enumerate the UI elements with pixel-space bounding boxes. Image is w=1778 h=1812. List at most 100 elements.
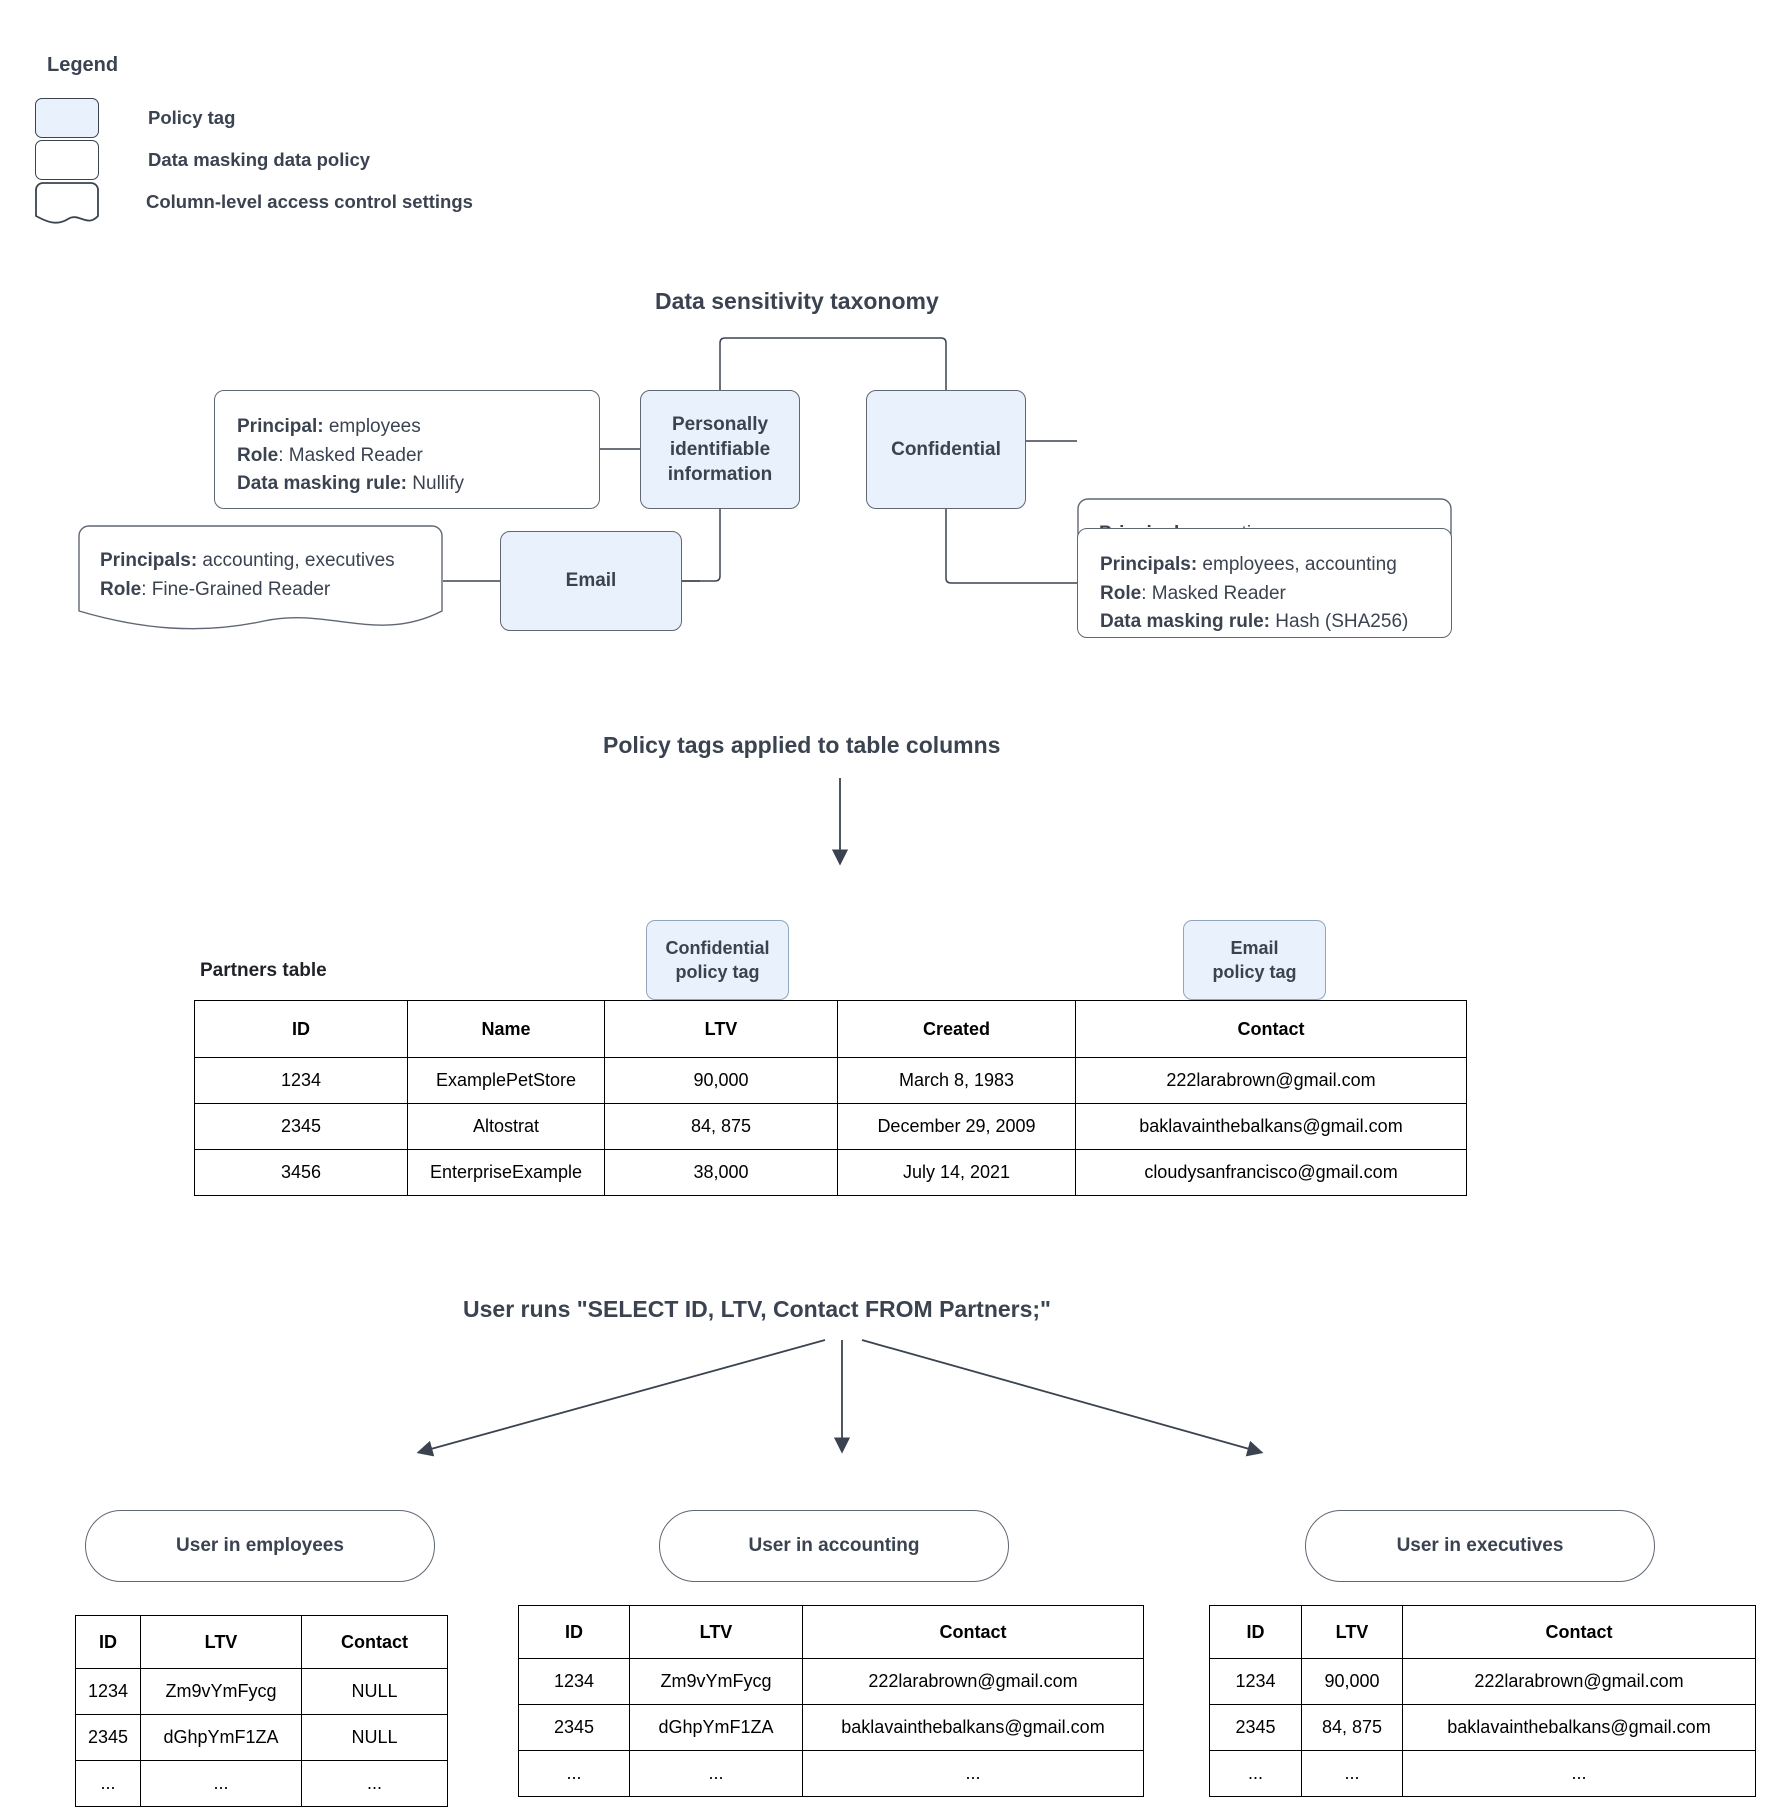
- table-header-row: ID LTV Contact: [75, 1615, 448, 1669]
- cell: July 14, 2021: [837, 1149, 1076, 1196]
- result-table-executives: ID LTV Contact 1234 90,000 222larabrown@…: [1209, 1605, 1756, 1797]
- cell: dGhpYmF1ZA: [140, 1714, 302, 1761]
- data-masking-swatch: [35, 140, 99, 180]
- policy-line: Principal: employees: [237, 413, 599, 442]
- policy-line: Principals: accounting, executives: [100, 547, 443, 576]
- policy-value: Nullify: [407, 473, 465, 494]
- cell: ...: [301, 1760, 448, 1807]
- policy-line: Role: Masked Reader: [237, 442, 599, 471]
- policy-value: employees, accounting: [1197, 554, 1397, 575]
- policy-tag-email-label: Email: [565, 570, 617, 592]
- table-row: 1234 Zm9vYmFycg 222larabrown@gmail.com: [518, 1658, 1144, 1705]
- partners-table: ID Name LTV Created Contact 1234 Example…: [194, 1000, 1467, 1196]
- policy-key: Role: [237, 444, 279, 466]
- cell: 84, 875: [604, 1103, 838, 1150]
- result-group-label: User in executives: [1396, 1535, 1564, 1556]
- data-masking-policy-confidential: Principals: employees, accounting Role: …: [1077, 528, 1452, 638]
- policy-tag-pii-label: Personally identifiable information: [667, 413, 773, 486]
- cell: cloudysanfrancisco@gmail.com: [1075, 1149, 1467, 1196]
- cell: NULL: [301, 1668, 448, 1715]
- column-header: Contact: [1075, 1000, 1467, 1058]
- cell: ...: [1209, 1750, 1302, 1797]
- legend-title: Legend: [47, 54, 119, 76]
- result-table-employees: ID LTV Contact 1234 Zm9vYmFycg NULL 2345…: [75, 1615, 448, 1807]
- policy-value: : Masked Reader: [1141, 582, 1286, 604]
- table-row: ... ... ...: [518, 1750, 1144, 1797]
- legend-item-column-access: Column-level access control settings: [35, 182, 473, 224]
- partners-table-label: Partners table: [200, 960, 327, 981]
- cell: ...: [1402, 1750, 1756, 1797]
- table-row: 1234 Zm9vYmFycg NULL: [75, 1668, 448, 1715]
- cell: ...: [140, 1760, 302, 1807]
- result-group-label: User in accounting: [748, 1535, 920, 1556]
- table-header-row: ID LTV Contact: [1209, 1605, 1756, 1659]
- chip-email-policy-tag[interactable]: Email policy tag: [1183, 920, 1326, 1000]
- cell: 2345: [1209, 1704, 1302, 1751]
- policy-key: Data masking rule:: [237, 473, 407, 494]
- cell: ...: [1301, 1750, 1403, 1797]
- cell: ...: [629, 1750, 803, 1797]
- cell: baklavainthebalkans@gmail.com: [802, 1704, 1144, 1751]
- table-row: 3456 EnterpriseExample 38,000 July 14, 2…: [194, 1149, 1467, 1196]
- policy-value: : Masked Reader: [278, 444, 423, 466]
- table-row: ... ... ...: [75, 1760, 448, 1807]
- column-header: LTV: [140, 1615, 302, 1669]
- policy-tag-pii[interactable]: Personally identifiable information: [640, 390, 800, 509]
- cell: baklavainthebalkans@gmail.com: [1075, 1103, 1467, 1150]
- column-header: ID: [75, 1615, 141, 1669]
- policy-line: Role: Masked Reader: [1100, 580, 1451, 609]
- result-table-accounting: ID LTV Contact 1234 Zm9vYmFycg 222larabr…: [518, 1605, 1144, 1797]
- cell: 1234: [518, 1658, 630, 1705]
- policy-key: Principals:: [1100, 554, 1198, 575]
- legend-item-data-masking: Data masking data policy: [35, 140, 370, 180]
- column-header: LTV: [1301, 1605, 1403, 1659]
- chip-confidential-policy-tag[interactable]: Confidential policy tag: [646, 920, 789, 1000]
- column-header: ID: [518, 1605, 630, 1659]
- cell: 2345: [194, 1103, 408, 1150]
- policy-line: Principals: employees, accounting: [1100, 551, 1451, 580]
- policy-value: employees: [323, 416, 421, 437]
- policy-value: accounting, executives: [197, 550, 395, 571]
- cell: baklavainthebalkans@gmail.com: [1402, 1704, 1756, 1751]
- query-fanout-arrows: [416, 1339, 1264, 1457]
- result-group-accounting: User in accounting: [659, 1510, 1009, 1582]
- column-header: Contact: [802, 1605, 1144, 1659]
- result-group-executives: User in executives: [1305, 1510, 1655, 1582]
- legend-item-label: Column-level access control settings: [146, 191, 473, 212]
- policy-tag-confidential[interactable]: Confidential: [866, 390, 1026, 509]
- cell: 38,000: [604, 1149, 838, 1196]
- column-header: ID: [194, 1000, 408, 1058]
- cell: ...: [802, 1750, 1144, 1797]
- chip-line-1: Confidential: [665, 937, 770, 958]
- chip-line-2: policy tag: [1212, 962, 1297, 982]
- policy-value: Hash (SHA256): [1270, 611, 1409, 632]
- taxonomy-section-title: Data sensitivity taxonomy: [655, 288, 939, 314]
- cell: 222larabrown@gmail.com: [1402, 1658, 1756, 1705]
- cell: 90,000: [1301, 1658, 1403, 1705]
- column-header: Created: [837, 1000, 1076, 1058]
- cell: December 29, 2009: [837, 1103, 1076, 1150]
- policy-key: Principals:: [100, 550, 198, 571]
- policy-key: Role: [1100, 582, 1142, 604]
- column-header: LTV: [629, 1605, 803, 1659]
- cell: 2345: [75, 1714, 141, 1761]
- result-group-label: User in employees: [176, 1535, 344, 1556]
- column-header: LTV: [604, 1000, 838, 1058]
- table-row: 1234 ExamplePetStore 90,000 March 8, 198…: [194, 1057, 1467, 1104]
- cell: March 8, 1983: [837, 1057, 1076, 1104]
- cell: NULL: [301, 1714, 448, 1761]
- result-group-employees: User in employees: [85, 1510, 435, 1582]
- table-row: 2345 dGhpYmF1ZA baklavainthebalkans@gmai…: [518, 1704, 1144, 1751]
- policy-tag-swatch: [35, 98, 99, 138]
- cell: 2345: [518, 1704, 630, 1751]
- cell: ...: [75, 1760, 141, 1807]
- policy-key: Role: [100, 578, 142, 600]
- legend-item-policy-tag: Policy tag: [35, 98, 235, 138]
- policy-tag-email[interactable]: Email: [500, 531, 682, 631]
- policy-line: Role: Fine-Grained Reader: [100, 576, 443, 605]
- cell: dGhpYmF1ZA: [629, 1704, 803, 1751]
- table-header-row: ID Name LTV Created Contact: [194, 1000, 1467, 1058]
- table-header-row: ID LTV Contact: [518, 1605, 1144, 1659]
- table-row: ... ... ...: [1209, 1750, 1756, 1797]
- column-access-swatch: [35, 182, 99, 224]
